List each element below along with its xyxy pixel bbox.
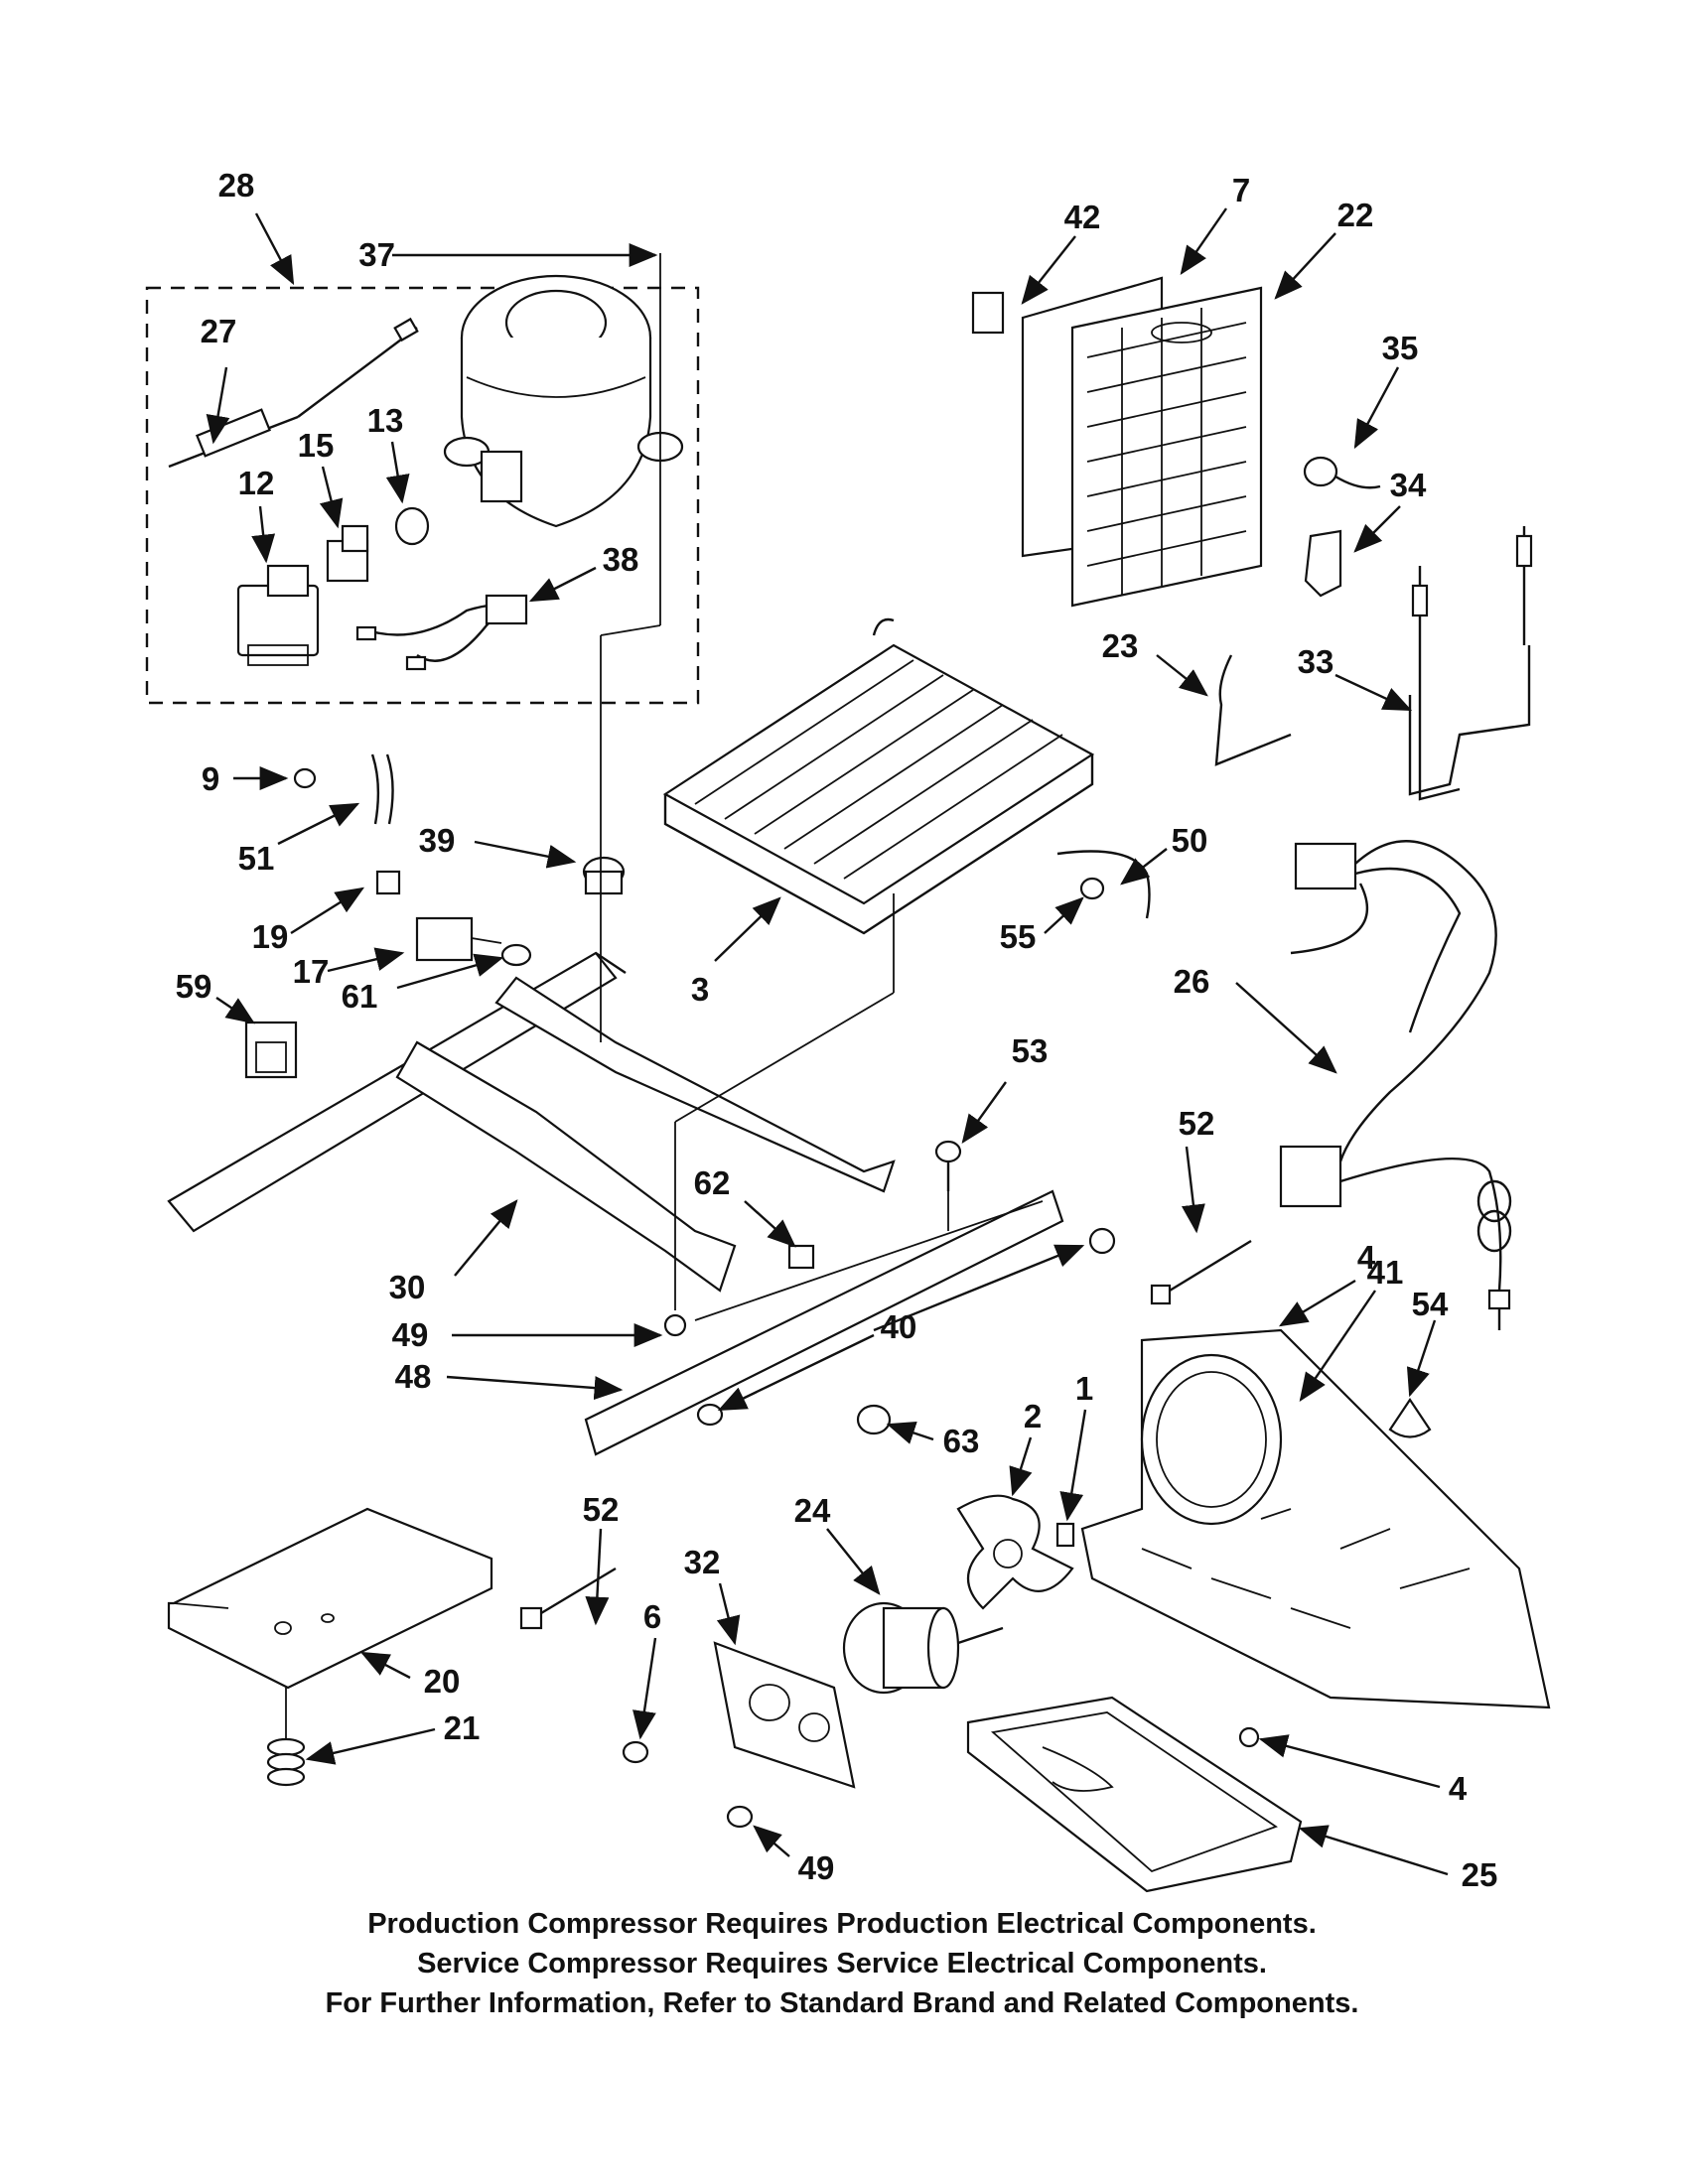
plug-part-9 (293, 767, 317, 789)
grommet-part-39 (582, 856, 626, 895)
callout-arrows (206, 207, 1449, 1876)
harness-part-38 (355, 594, 528, 671)
callout-48: 48 (395, 1358, 432, 1395)
screw-part-49 (663, 1313, 754, 1829)
callout-33: 33 (1298, 643, 1334, 680)
heater-part-33 (1408, 526, 1533, 801)
callout-42: 42 (1064, 199, 1101, 235)
screw-part-53 (934, 1140, 962, 1191)
callout-17: 17 (293, 953, 330, 990)
relay-part-17 (415, 916, 502, 962)
fan-part-2 (956, 1494, 1074, 1610)
callout-1: 1 (1075, 1370, 1093, 1407)
callout-2: 2 (1024, 1398, 1042, 1434)
callout-54: 54 (1412, 1286, 1449, 1322)
callout-30: 30 (389, 1269, 426, 1305)
callout-51: 51 (238, 840, 275, 877)
callout-21: 21 (444, 1709, 481, 1746)
callout-52: 52 (583, 1491, 620, 1528)
callout-15: 15 (298, 427, 335, 464)
callout-24: 24 (794, 1492, 831, 1529)
bracket-part-34 (1304, 529, 1342, 598)
callout-20: 20 (424, 1663, 461, 1700)
callout-22: 22 (1337, 197, 1374, 233)
callout-6: 6 (643, 1598, 661, 1635)
harness-part-26 (1279, 840, 1512, 1330)
callout-40: 40 (881, 1308, 917, 1345)
thermostat-part-35 (1303, 456, 1381, 489)
cover-part-20 (167, 1507, 493, 1690)
callout-32: 32 (684, 1544, 721, 1580)
callout-3: 3 (691, 971, 709, 1008)
spacer-part-1 (1055, 1522, 1075, 1548)
cap-part-13 (394, 506, 430, 546)
callout-26: 26 (1174, 963, 1210, 1000)
callout-4: 4 (1357, 1239, 1376, 1276)
callout-9: 9 (202, 760, 219, 797)
callout-37: 37 (358, 236, 395, 273)
clip-part-15 (326, 524, 369, 583)
callout-63: 63 (943, 1423, 980, 1459)
clip-part-62 (787, 1244, 815, 1270)
frame-rails (167, 951, 1064, 1456)
callout-labels: 28 37 27 15 13 12 38 42 7 22 35 34 23 33… (176, 167, 1498, 1893)
screw-part-6 (622, 1740, 649, 1764)
relay-part-12 (236, 564, 320, 666)
motor-part-24 (842, 1601, 1004, 1695)
callout-49: 49 (392, 1316, 429, 1353)
callout-4: 4 (1449, 1770, 1468, 1807)
screw-part-40 (696, 1227, 1116, 1427)
dryer-part-27 (168, 317, 419, 469)
condenser-part-3 (662, 617, 1095, 935)
callout-25: 25 (1462, 1856, 1498, 1893)
callout-7: 7 (1232, 172, 1250, 208)
callout-52: 52 (1179, 1105, 1215, 1142)
callout-59: 59 (176, 968, 212, 1005)
callout-19: 19 (252, 918, 289, 955)
nut-part-54 (1388, 1398, 1432, 1438)
screw-part-55 (1079, 877, 1105, 900)
bracket-part-32 (713, 1641, 856, 1789)
callout-55: 55 (1000, 918, 1037, 955)
callout-38: 38 (603, 541, 639, 578)
tie-part-52 (519, 1239, 1252, 1630)
screw-part-61 (500, 943, 532, 967)
callout-28: 28 (218, 167, 255, 204)
callout-34: 34 (1390, 467, 1427, 503)
callout-41: 41 (1367, 1254, 1404, 1291)
drain-pan-part-25 (966, 1696, 1303, 1893)
connector-part-19 (375, 870, 401, 895)
footer-note-3: For Further Information, Refer to Standa… (325, 1987, 1359, 2019)
spring-part-21 (266, 1688, 306, 1787)
callout-62: 62 (694, 1164, 731, 1201)
callout-12: 12 (238, 465, 275, 501)
rod-part-23 (1214, 654, 1292, 766)
footer-note-2: Service Compressor Requires Service Elec… (417, 1948, 1267, 1979)
callout-35: 35 (1382, 330, 1419, 366)
mounting-lines (600, 253, 949, 1310)
callout-27: 27 (201, 313, 237, 349)
footer-note-1: Production Compressor Requires Productio… (367, 1908, 1317, 1940)
callout-39: 39 (419, 822, 456, 859)
evaporator-assembly (971, 276, 1263, 608)
callout-50: 50 (1172, 822, 1208, 859)
callout-13: 13 (367, 402, 404, 439)
base-pan-part-41 (1080, 1328, 1551, 1709)
callout-49: 49 (798, 1849, 835, 1886)
nut-part-63 (856, 1404, 892, 1435)
clip-part-59 (244, 1021, 298, 1079)
callout-53: 53 (1012, 1032, 1049, 1069)
tube-part-51 (370, 753, 394, 825)
callout-23: 23 (1102, 627, 1139, 664)
callout-61: 61 (342, 978, 378, 1015)
